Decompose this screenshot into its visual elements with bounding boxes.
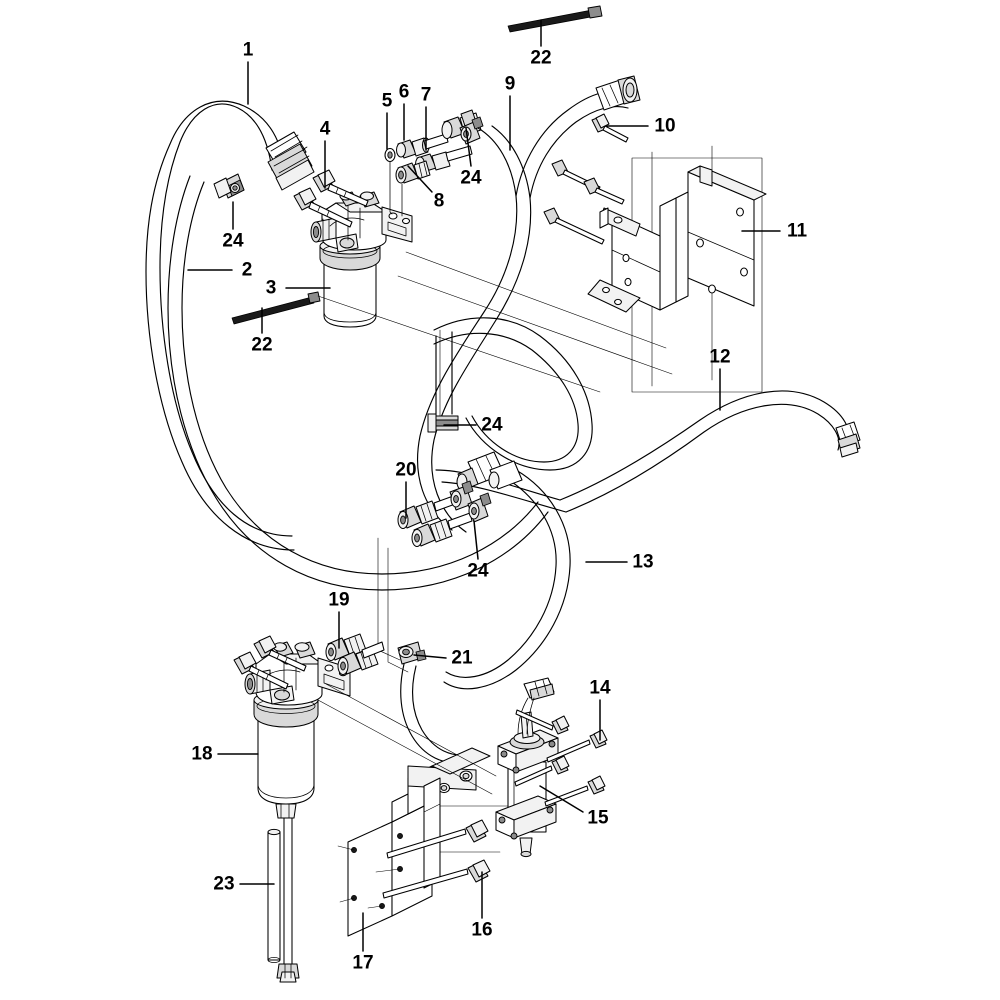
callout-number-24a: 24	[222, 230, 244, 252]
bolt-4-upper-pair	[293, 169, 369, 228]
callout-number-7: 7	[420, 84, 432, 106]
callout-number-24b: 24	[460, 167, 482, 189]
hose-clamp-21	[397, 641, 471, 764]
hose-2-return	[167, 173, 549, 591]
callout-number-16: 16	[471, 919, 493, 941]
callout-number-11: 11	[786, 220, 808, 242]
hose-1-upper	[145, 100, 315, 551]
callout-number-15: 15	[587, 807, 609, 829]
fuel-pump-15	[495, 677, 559, 858]
callout-number-9: 9	[504, 73, 516, 95]
callout-number-21: 21	[451, 647, 473, 669]
cable-tie-22-top	[507, 5, 603, 33]
hose-clamp-24c	[427, 331, 459, 433]
connector-20-group	[377, 329, 492, 673]
callout-number-2: 2	[241, 259, 253, 281]
hose-13-lower	[443, 451, 571, 690]
callout-leader-15	[539, 785, 584, 813]
callout-number-8: 8	[433, 190, 445, 212]
callout-leader-24d	[473, 520, 479, 560]
callout-number-22b: 22	[251, 334, 273, 356]
cable-tie-22-mid	[231, 291, 321, 325]
fitting-19-assembly	[325, 633, 385, 675]
screw-16-pair	[382, 819, 491, 899]
fuel-filter-lower-assembly	[244, 641, 351, 819]
bolt-4-lower-pair	[233, 635, 307, 690]
callout-number-22a: 22	[530, 47, 552, 69]
callout-number-10: 10	[654, 115, 676, 137]
callout-leader-8	[407, 165, 433, 193]
callout-number-24d: 24	[467, 560, 489, 582]
callout-number-12: 12	[709, 346, 731, 368]
drain-tube-23	[267, 817, 300, 983]
callout-number-3: 3	[265, 277, 277, 299]
callout-number-19: 19	[328, 589, 350, 611]
bracket-17-lower	[337, 747, 491, 937]
fitting-cluster-upper	[384, 109, 484, 217]
callout-number-13: 13	[632, 551, 654, 573]
hose-mid-loop	[317, 251, 673, 471]
callout-number-20: 20	[395, 459, 417, 481]
callout-number-17: 17	[352, 952, 374, 974]
bracket-11-upper	[587, 145, 767, 393]
callout-number-18: 18	[191, 743, 213, 765]
callout-number-14: 14	[589, 677, 611, 699]
screw-14-group	[514, 709, 608, 807]
callout-leader-lines	[187, 19, 781, 952]
callout-number-5: 5	[381, 90, 393, 112]
callout-number-1: 1	[242, 39, 254, 61]
hose-9-supply	[417, 75, 641, 533]
assembly-construction-lines	[317, 683, 509, 853]
callout-number-6: 6	[398, 81, 410, 103]
callout-leader-24b	[465, 127, 472, 167]
hose-12-long	[435, 390, 861, 513]
callout-number-4a: 4	[319, 118, 331, 140]
callout-leader-21	[413, 654, 447, 659]
screw-10-and-bracket-screws	[543, 113, 629, 245]
callout-number-23: 23	[213, 873, 235, 895]
callout-number-24c: 24	[481, 414, 503, 436]
